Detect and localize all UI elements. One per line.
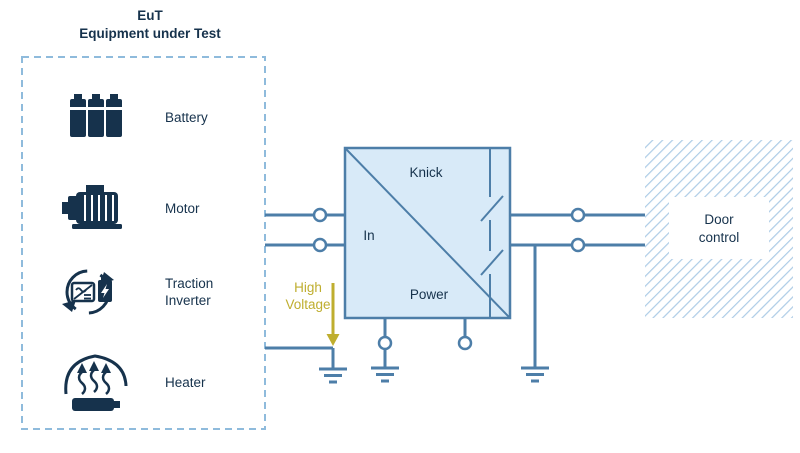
terminal-circle (457, 335, 473, 351)
battery-label: Battery (165, 110, 208, 125)
isolator-device: Knick In Power (343, 146, 512, 320)
high-voltage-arrowhead (326, 334, 340, 346)
battery-cell (88, 99, 104, 137)
heat-wave (77, 371, 87, 395)
battery-cell-stripe (106, 107, 122, 110)
motor-terminal-box (86, 185, 104, 193)
battery-cell (106, 99, 122, 137)
device-power-label: Power (410, 287, 449, 302)
isolator-diagonal (345, 148, 510, 318)
motor-endbell (68, 196, 78, 220)
heat-wave-arrowhead (89, 361, 99, 371)
heat-wave (89, 369, 99, 393)
connector-terminals (312, 207, 586, 351)
inverter-arrowhead (62, 300, 76, 312)
battery-icon (70, 94, 122, 137)
motor-body (76, 192, 118, 224)
eut-title: EuT (137, 8, 163, 23)
terminal-circle (312, 237, 328, 253)
terminal-circle (570, 207, 586, 223)
motor-label: Motor (165, 201, 200, 216)
terminal-circle (312, 207, 328, 223)
heat-wave (101, 371, 111, 395)
battery-cell-terminal (110, 94, 118, 100)
heater-element-block (72, 398, 114, 411)
battery-cell (70, 99, 86, 137)
heater-label: Heater (165, 375, 206, 390)
motor-icon (62, 185, 122, 229)
door-control-group: Door control (645, 140, 793, 318)
battery-cell-stripe (88, 107, 104, 110)
device-brand-label: Knick (409, 165, 442, 180)
wiring (265, 213, 645, 368)
door-control-label-line1: Door (704, 212, 734, 227)
ground-symbol-center (371, 366, 399, 383)
switch-contact-top (480, 195, 504, 222)
heat-wave-arrowhead (101, 363, 111, 373)
switch-contact-bottom (480, 249, 504, 276)
device-input-label: In (363, 228, 374, 243)
high-voltage-label-line1: High (294, 280, 322, 295)
heater-icon (64, 354, 128, 411)
heater-shell (64, 354, 128, 395)
traction-inverter-label-line2: Inverter (165, 293, 211, 308)
battery-cell-stripe (70, 107, 86, 110)
traction-inverter-label-line1: Traction (165, 276, 213, 291)
motor-shaft (62, 202, 70, 214)
lightning-bolt-icon (101, 284, 109, 298)
ground-symbol-right (521, 366, 549, 383)
eut-dashed-box (21, 56, 266, 430)
eut-group: EuT Equipment under Test Battery (21, 8, 266, 430)
terminal-circle (377, 335, 393, 351)
eut-subtitle: Equipment under Test (79, 26, 221, 41)
terminal-circle (570, 237, 586, 253)
ground-symbol-left (319, 348, 347, 384)
traction-inverter-icon (62, 269, 114, 315)
inverter-ac-symbol (75, 287, 87, 293)
motor-base (72, 224, 122, 229)
high-voltage-label-line2: Voltage (285, 297, 330, 312)
door-control-label-line2: control (699, 230, 740, 245)
door-control-box (669, 197, 769, 259)
battery-cell-terminal (74, 94, 82, 100)
heater-element-nub (114, 401, 120, 408)
inverter-battery-terminal (101, 277, 108, 281)
battery-cell-terminal (92, 94, 100, 100)
heat-wave-arrowhead (77, 363, 87, 373)
high-voltage-annotation: High Voltage (285, 280, 340, 346)
